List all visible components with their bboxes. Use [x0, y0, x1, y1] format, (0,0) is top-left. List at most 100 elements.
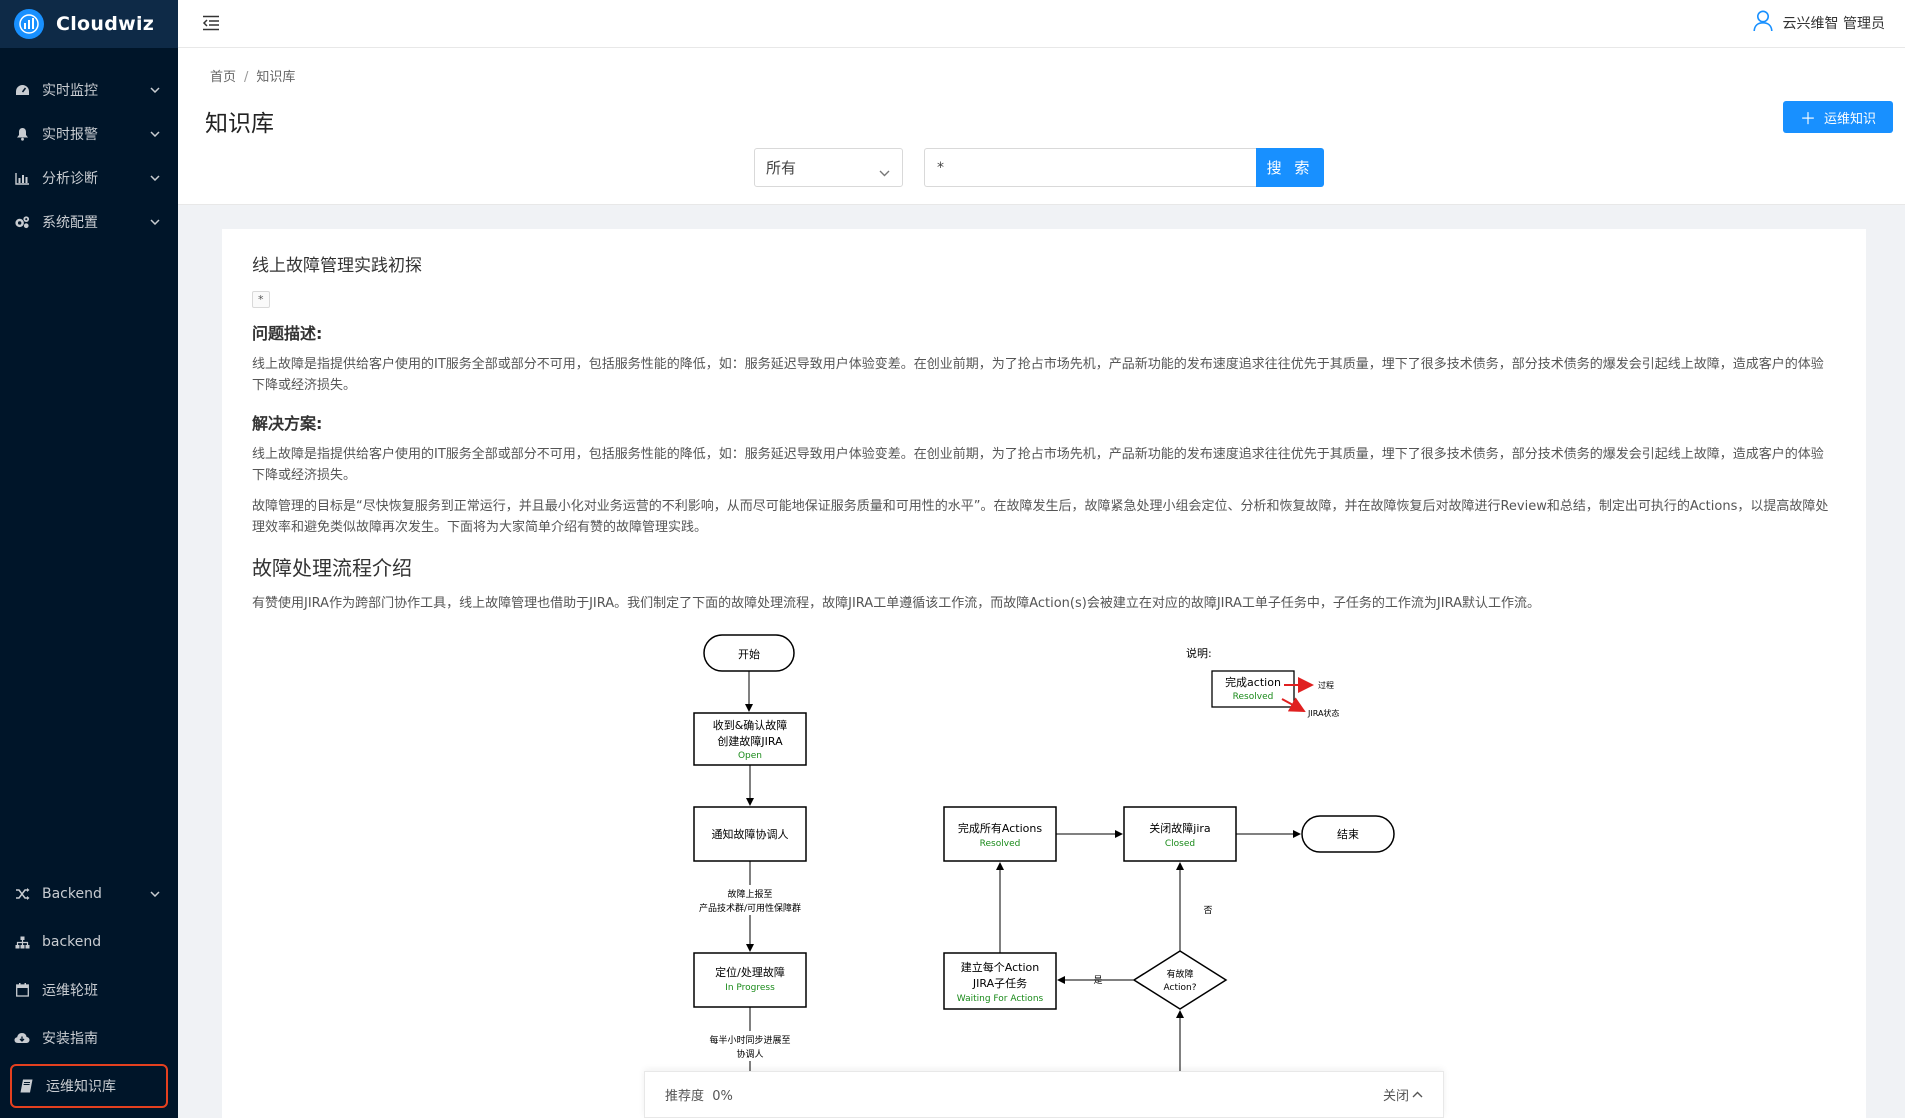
flow-node-notify-label: 通知故障协调人 [712, 827, 789, 841]
problem-text: 线上故障是指提供给客户使用的IT服务全部或部分不可用，包括服务性能的降低，如：服… [252, 357, 1824, 393]
sitemap-icon [14, 934, 30, 950]
rating-bar: 推荐度 0% 关闭 [644, 1071, 1444, 1118]
flow-end-node [1301, 815, 1395, 853]
sidebar-item-label: 实时报警 [42, 127, 98, 143]
flow-node-complete-actions-label: 完成所有Actions [958, 821, 1042, 835]
close-button[interactable]: 关闭 [1383, 1085, 1423, 1104]
dashboard-icon [14, 82, 30, 98]
bell-icon [14, 126, 30, 142]
menu-fold-icon[interactable] [202, 15, 220, 33]
flow-node-close-jira-status: Closed [1165, 839, 1195, 849]
flow-edge-label-bg [688, 885, 812, 915]
sidebar-item-oncall[interactable]: 运维轮班 [0, 966, 178, 1014]
bottom-menu: Backend backend 运维轮班 安装指南 运维知识库 [0, 870, 178, 1110]
solution-heading: 解决方案: [252, 414, 323, 433]
search-button[interactable]: 搜 索 [1256, 148, 1324, 187]
flow-node-create-subtasks [943, 952, 1057, 1010]
flow-node-confirm-line2: 创建故障JIRA [717, 734, 783, 748]
rating-value: 0% [712, 1089, 733, 1104]
cogs-icon [14, 214, 30, 230]
flow-label-yes: 是 [1093, 975, 1102, 986]
sidebar: Cloudwiz 实时监控 实时报警 分析诊断 [0, 0, 178, 1118]
add-knowledge-button[interactable]: ＋ 运维知识 [1783, 101, 1893, 133]
rating-text: 推荐度 0% [665, 1085, 1383, 1104]
rating-label: 推荐度 [665, 1089, 705, 1104]
flow-node-locate-status: In Progress [725, 983, 775, 993]
breadcrumb-current: 知识库 [256, 70, 296, 85]
topbar: 云兴维智 管理员 [178, 0, 1905, 48]
flow-legend-node [1211, 670, 1295, 708]
sidebar-item-label: 安装指南 [42, 1031, 98, 1047]
flow-node-locate [693, 952, 807, 1008]
chevron-down-icon [150, 888, 162, 900]
article-tag[interactable]: * [252, 291, 270, 308]
flow-node-confirm [693, 712, 807, 766]
flow-edge-label-bg [692, 1031, 808, 1061]
sidebar-item-install-guide[interactable]: 安装指南 [0, 1014, 178, 1062]
flow-edge-sync-line2: 协调人 [736, 1048, 763, 1060]
user-name: 云兴维智 管理员 [1782, 16, 1885, 32]
flow-legend-node-label: 完成action [1225, 675, 1281, 689]
breadcrumb: 首页 / 知识库 [210, 66, 295, 85]
flow-node-confirm-status: Open [738, 751, 762, 761]
add-knowledge-label: 运维知识 [1824, 111, 1877, 127]
solution-text-2: 故障管理的目标是“尽快恢复服务到正常运行，并且最小化对业务运营的不利影响，从而尽… [252, 499, 1829, 535]
chevron-down-icon [150, 216, 162, 228]
sidebar-item-analysis[interactable]: 分析诊断 [0, 156, 178, 200]
flow-node-complete-actions-status: Resolved [980, 839, 1021, 849]
problem-heading: 问题描述: [252, 324, 323, 343]
sidebar-item-monitor[interactable]: 实时监控 [0, 68, 178, 112]
flowchart-diagram: 开始 收到&确认故障 创建故障JIRA Open 通知故障协调人 故障上报至 产… [688, 633, 1398, 1118]
sidebar-item-knowledge-base[interactable]: 运维知识库 [10, 1064, 168, 1108]
sidebar-item-backend[interactable]: backend [0, 918, 178, 966]
shuffle-icon [14, 886, 30, 902]
sidebar-item-alerts[interactable]: 实时报警 [0, 112, 178, 156]
chevron-down-icon [150, 172, 162, 184]
flow-legend-arrow-jira [1281, 697, 1306, 712]
page-header: 首页 / 知识库 知识库 ＋ 运维知识 所有 搜 索 [178, 48, 1905, 205]
breadcrumb-home[interactable]: 首页 [210, 70, 237, 85]
flow-heading: 故障处理流程介绍 [252, 556, 412, 580]
flow-label-no: 否 [1203, 905, 1212, 916]
sidebar-item-label: 运维轮班 [42, 983, 98, 999]
flow-edge-sync-line1: 每半小时同步进展至 [709, 1034, 790, 1046]
logo-bar[interactable]: Cloudwiz [0, 0, 178, 48]
chevron-down-icon [150, 84, 162, 96]
flow-edge-report-line2: 产品技术群/可用性保障群 [699, 902, 801, 914]
flow-node-close-jira [1123, 806, 1237, 862]
flow-node-complete-actions [943, 806, 1057, 862]
category-select-value: 所有 [766, 159, 797, 177]
flow-node-create-subtasks-line1: 建立每个Action [961, 960, 1039, 974]
chevron-down-icon [879, 163, 890, 181]
solution-text: 线上故障是指提供给客户使用的IT服务全部或部分不可用，包括服务性能的降低，如：服… [252, 447, 1824, 483]
flow-legend-process: 过程 [1318, 680, 1334, 690]
close-label: 关闭 [1382, 1089, 1409, 1104]
user-menu[interactable]: 云兴维智 管理员 [1752, 10, 1885, 36]
sidebar-item-label: Backend [42, 886, 102, 902]
flow-decision-line2: Action? [1164, 983, 1197, 993]
sidebar-item-config[interactable]: 系统配置 [0, 200, 178, 244]
article-card: 线上故障管理实践初探 * 问题描述: 线上故障是指提供给客户使用的IT服务全部或… [222, 229, 1866, 1118]
flow-legend-jira: JIRA状态 [1307, 708, 1339, 718]
logo-icon [14, 9, 44, 39]
flow-end-label: 结束 [1337, 828, 1359, 841]
breadcrumb-separator: / [244, 70, 249, 85]
bar-chart-icon [14, 170, 30, 186]
chevron-up-icon [1412, 1091, 1423, 1098]
article-title[interactable]: 线上故障管理实践初探 [252, 256, 422, 276]
category-select[interactable]: 所有 [754, 148, 903, 187]
app-name: Cloudwiz [56, 13, 155, 35]
flow-decision-node [1132, 950, 1228, 1010]
flow-node-confirm-line1: 收到&确认故障 [713, 718, 788, 732]
flow-node-create-subtasks-status: Waiting For Actions [957, 994, 1044, 1004]
search-input[interactable] [924, 148, 1257, 187]
sidebar-item-label: 分析诊断 [42, 171, 98, 187]
sidebar-item-label: 运维知识库 [46, 1079, 116, 1095]
flow-node-create-subtasks-line2: JIRA子任务 [972, 977, 1027, 990]
sidebar-item-backend-group[interactable]: Backend [0, 870, 178, 918]
main-menu: 实时监控 实时报警 分析诊断 系统配置 [0, 68, 178, 244]
cloud-download-icon [14, 1030, 30, 1046]
flow-text: 有赞使用JIRA作为跨部门协作工具，线上故障管理也借助于JIRA。我们制定了下面… [252, 596, 1540, 611]
sidebar-item-label: backend [42, 934, 102, 950]
flow-decision-line1: 有故障 [1166, 968, 1193, 980]
